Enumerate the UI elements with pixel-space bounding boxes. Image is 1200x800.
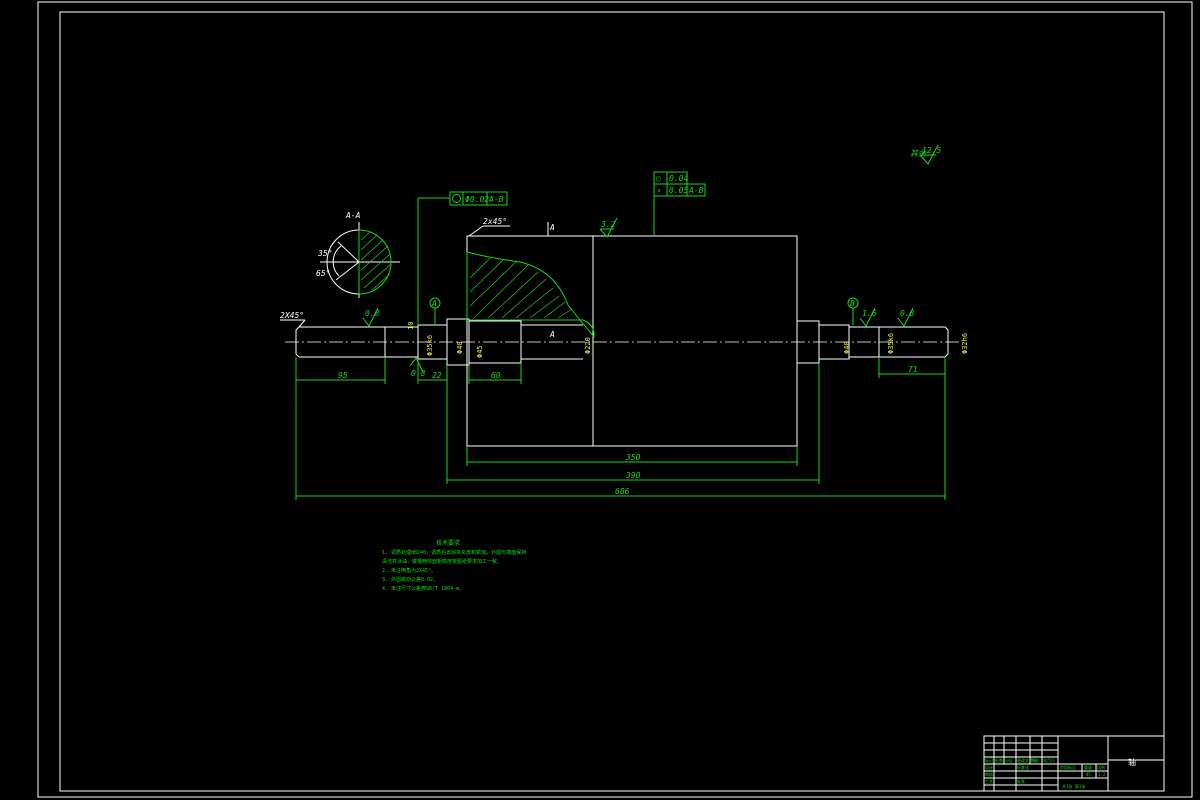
svg-text:71: 71 [908, 365, 918, 374]
svg-text:Φ40: Φ40 [456, 341, 464, 354]
svg-text:◯: ◯ [656, 174, 661, 183]
title-cell-1: 标记 [985, 757, 993, 763]
technical-notes: 技术要求 1. 调质处理HB240，调质后去除氧化皮和锈蚀，外圆与端面保持 清洁… [382, 539, 526, 592]
svg-text:686: 686 [615, 487, 630, 496]
roughness-symbols: 0.8 3.2 0.8 1.6 0.8 [362, 217, 915, 378]
tolerance-frame-right: ◯ 0.04 ↗ 0.05 A-B [653, 171, 706, 236]
svg-text:12.5: 12.5 [922, 146, 941, 155]
svg-text:10: 10 [407, 322, 415, 330]
title-cell-9: 审核 [985, 771, 993, 777]
svg-text:Φ35k6: Φ35k6 [426, 335, 434, 356]
svg-text:A: A [431, 299, 437, 308]
svg-text:0.8: 0.8 [900, 309, 915, 318]
title-cell-13: 重量 [1084, 764, 1092, 770]
datums: A A A B [429, 222, 859, 339]
section-view: A-A 35° 65° [316, 211, 400, 298]
svg-text:Φ35k6: Φ35k6 [887, 333, 895, 354]
title-cell-14: 比例 [1097, 764, 1105, 770]
shaft [285, 235, 960, 447]
notes-item-1: 1. 调质处理HB240，调质后去除氧化皮和锈蚀，外圆与端面保持 [382, 549, 526, 556]
svg-text:Φ0.02: Φ0.02 [465, 195, 489, 204]
notes-item-2: 清洁并涂油，键槽两侧面粗糙度按图纸要求加工一致。 [382, 558, 502, 565]
svg-text:0.8: 0.8 [365, 309, 380, 318]
svg-text:95: 95 [338, 371, 348, 380]
title-cell-2: 处数 [995, 757, 1003, 763]
svg-text:Φ45: Φ45 [476, 345, 484, 358]
title-cell-6: 年月日 [1043, 757, 1055, 763]
tolerance-frame-left: Φ0.02 A-B [417, 191, 508, 325]
svg-text:1.6: 1.6 [862, 309, 877, 318]
drum-section [466, 251, 595, 339]
svg-text:↗: ↗ [656, 186, 661, 195]
svg-text:60: 60 [491, 371, 501, 380]
title-cell-4: 更改文件号 [1017, 757, 1037, 763]
dimension-lines: 95 22 60 350 390 71 686 [295, 357, 946, 500]
svg-text:2X45°: 2X45° [280, 311, 304, 320]
global-roughness: 其余 12.5 [910, 144, 941, 165]
svg-text:Φ220: Φ220 [584, 337, 592, 354]
angle-65: 65° [316, 269, 330, 278]
notes-title: 技术要求 [436, 539, 460, 547]
svg-text:Φ40: Φ40 [843, 341, 851, 354]
svg-text:A: A [549, 330, 555, 339]
title-cell-10: 工艺 [985, 779, 993, 784]
angle-35: 35° [317, 249, 332, 258]
svg-text:A: A [549, 223, 555, 232]
title-cell-7: 设计 [985, 764, 993, 770]
notes-item-5: 4. 未注尺寸公差按GB/T 1804-m。 [382, 585, 464, 592]
title-sheet: 共1张 第1张 [1062, 783, 1085, 789]
svg-text:Φ32h6: Φ32h6 [961, 333, 969, 354]
title-material: 45 [1086, 772, 1091, 777]
notes-item-3: 2. 未注倒角为2X45°。 [382, 567, 436, 574]
svg-text:A-B: A-B [488, 195, 504, 204]
svg-text:其余: 其余 [910, 149, 927, 158]
inner-border [59, 11, 1165, 792]
title-block: 标记 处数 分区 更改文件号 签名 年月日 设计 标准化 审核 工艺 批准 阶段… [983, 735, 1165, 792]
title-cell-8: 标准化 [1017, 764, 1029, 770]
title-cell-3: 分区 [1005, 757, 1013, 763]
svg-text:A-B: A-B [688, 186, 704, 195]
title-part-name: 轴 [1128, 757, 1136, 767]
title-cell-12: 阶段标记 [1060, 764, 1076, 770]
section-label: A-A [345, 211, 361, 220]
title-cell-5: 签名 [1031, 757, 1039, 763]
diameter-labels: Φ35k6 10 Φ40 Φ45 Φ220 Φ40 Φ35k6 Φ32h6 [407, 322, 969, 358]
svg-text:0.05: 0.05 [669, 186, 688, 195]
notes-item-4: 3. 外圆跳动公差0.02。 [382, 576, 438, 583]
svg-text:390: 390 [625, 471, 641, 480]
outer-border [37, 1, 1193, 798]
chamfer-notes: 2X45° 2x45° [280, 217, 510, 328]
title-scale: 1:2 [1098, 772, 1106, 777]
title-cell-11: 批准 [1017, 778, 1025, 784]
svg-text:2x45°: 2x45° [483, 217, 507, 226]
svg-text:B: B [850, 299, 855, 308]
svg-text:22: 22 [432, 371, 442, 380]
svg-text:0.04: 0.04 [669, 174, 688, 183]
svg-text:350: 350 [625, 453, 641, 462]
svg-text:3.2: 3.2 [600, 220, 616, 229]
